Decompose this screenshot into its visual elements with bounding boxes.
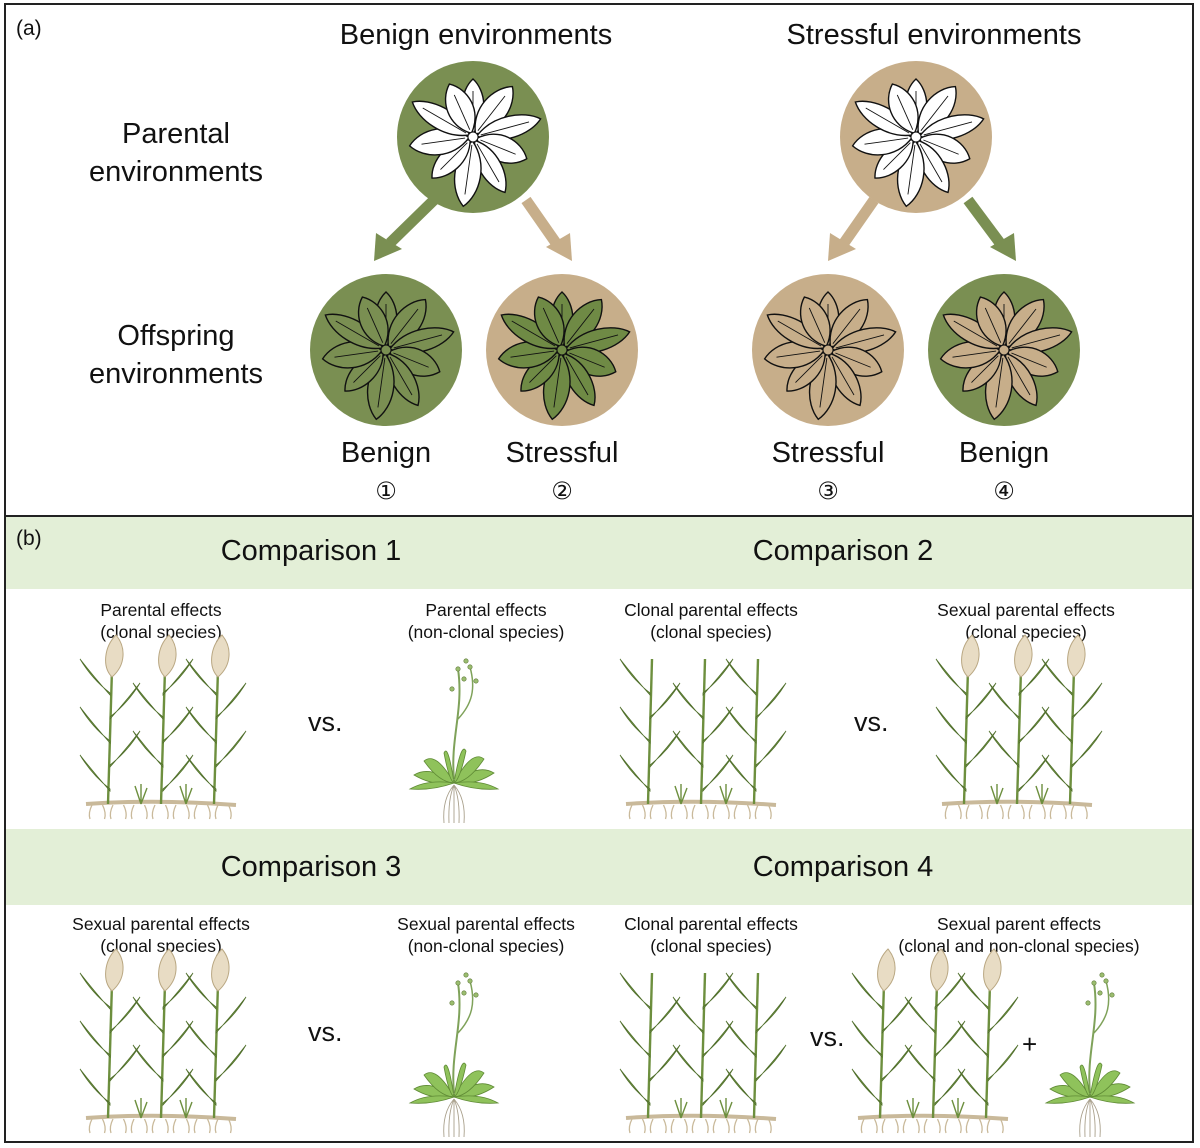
sexual-reed-plant-c3-left — [79, 948, 247, 1134]
offspring-4-number: ④ — [993, 478, 1015, 505]
offspring-2-number: ② — [551, 478, 573, 505]
benign-environments-header: Benign environments — [339, 19, 613, 51]
parent-stressful-circle — [840, 61, 992, 213]
c2-left-caption: Clonal parental effects (clonal species) — [624, 600, 798, 642]
arrow-stressful-to-benign — [963, 196, 1016, 261]
offspring-3-circle — [752, 274, 904, 426]
stressful-environments-header: Stressful environments — [786, 19, 1082, 51]
c3-right-caption: Sexual parental effects (non-clonal spec… — [397, 914, 575, 956]
clonal-reed-plant-c1-left — [79, 634, 247, 820]
sexual-reed-plant-c2-right — [935, 634, 1103, 820]
panel-b-label: (b) — [16, 527, 42, 550]
clonal-reed-plant-c4-left — [619, 972, 787, 1134]
environment-diagram — [310, 61, 1080, 426]
arrow-benign-to-benign — [374, 196, 438, 261]
offspring-2-circle — [486, 274, 638, 426]
panel-a-label: (a) — [16, 17, 42, 40]
vs-c4: vs. — [810, 1022, 845, 1052]
comparison-3-title: Comparison 3 — [220, 851, 402, 883]
comparison-band-bottom — [6, 829, 1192, 905]
vs-c3: vs. — [308, 1017, 343, 1047]
arrow-stressful-to-stressful — [828, 196, 879, 261]
comparison-2-title: Comparison 2 — [752, 535, 934, 567]
c4-right-caption: Sexual parent effects (clonal and non-cl… — [898, 914, 1140, 956]
non-clonal-herb-plant-c1-right — [408, 658, 500, 824]
offspring-4-label: Benign — [958, 437, 1050, 469]
c3-left-caption: Sexual parental effects (clonal species) — [72, 914, 250, 956]
vs-c1: vs. — [308, 707, 343, 737]
c2-right-caption: Sexual parental effects (clonal species) — [937, 600, 1115, 642]
offspring-1-circle — [310, 274, 462, 426]
non-clonal-herb-plant-c3-right — [408, 972, 500, 1138]
arrow-benign-to-stressful — [521, 196, 572, 261]
vs-c2: vs. — [854, 707, 889, 737]
offspring-1-number: ① — [375, 478, 397, 505]
plus-sign: + — [1022, 1029, 1038, 1059]
non-clonal-herb-plant-c4-right — [1044, 972, 1136, 1138]
panel-b: (b) Comparison 1 Comparison 2 Comparison… — [4, 515, 1194, 1143]
comparison-band-top — [6, 517, 1192, 589]
comparison-1-title: Comparison 1 — [220, 535, 402, 567]
parent-benign-circle — [397, 61, 549, 213]
offspring-1-label: Benign — [340, 437, 432, 469]
offspring-2-label: Stressful — [505, 437, 619, 469]
c4-left-caption: Clonal parental effects (clonal species) — [624, 914, 798, 956]
comparison-4-title: Comparison 4 — [752, 851, 934, 883]
offspring-3-number: ③ — [817, 478, 839, 505]
parental-environments-label: Parental environments — [88, 118, 264, 188]
offspring-4-circle — [928, 274, 1080, 426]
offspring-environments-label: Offspring environments — [88, 320, 264, 390]
clonal-reed-plant-c2-left — [619, 658, 787, 820]
plant-illustrations — [79, 634, 1136, 1138]
c1-left-caption: Parental effects (clonal species) — [100, 600, 222, 642]
panel-a: (a) Benign environments Stressful enviro… — [4, 3, 1194, 517]
sexual-reed-plant-c4-right — [851, 948, 1019, 1134]
offspring-3-label: Stressful — [771, 437, 885, 469]
c1-right-caption: Parental effects (non-clonal species) — [407, 600, 565, 642]
